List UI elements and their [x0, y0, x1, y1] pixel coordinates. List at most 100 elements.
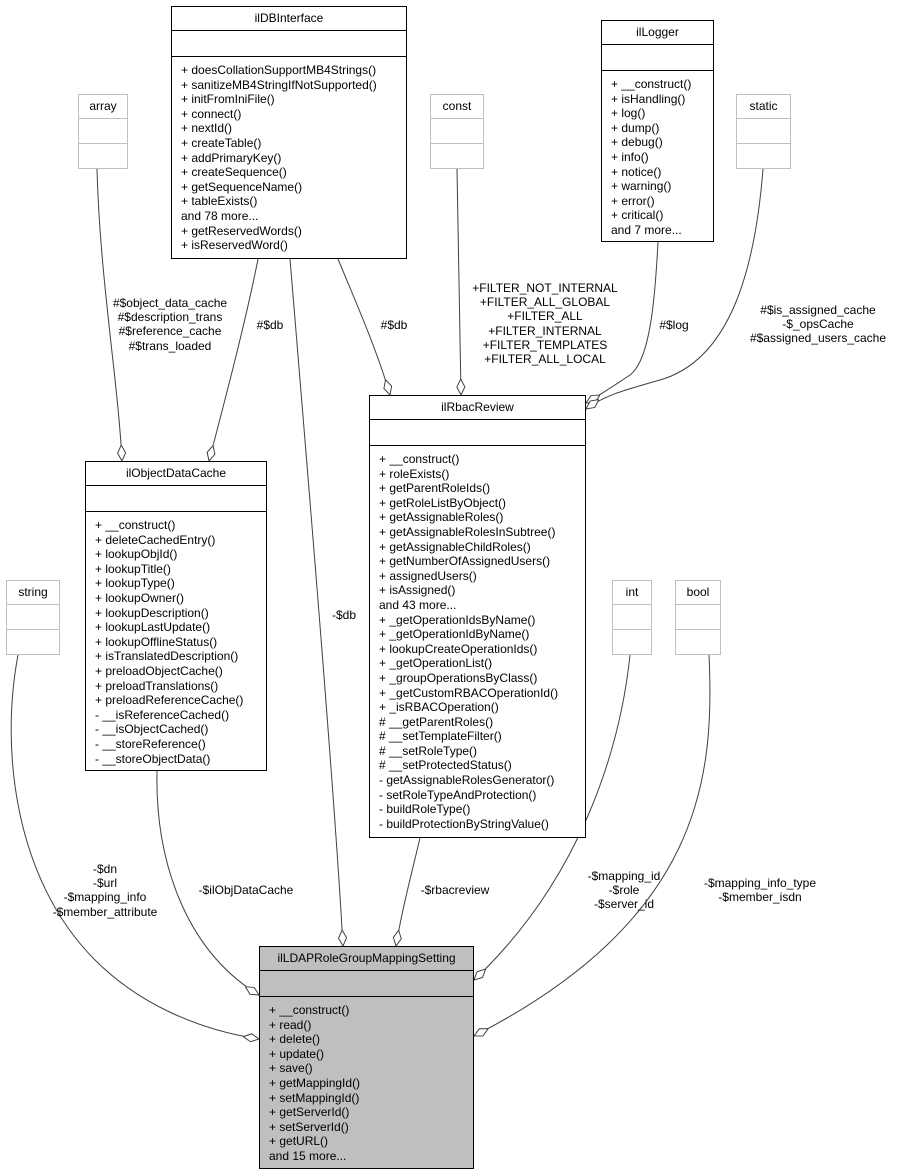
- class-attributes: [613, 605, 651, 630]
- method: + update(): [269, 1046, 325, 1061]
- method: + getAssignableRolesInSubtree(): [379, 524, 556, 539]
- method: + lookupType(): [95, 576, 175, 591]
- edge-logger-to-rbac: [586, 241, 659, 403]
- class-methods: + __construct() + deleteCachedEntry() + …: [86, 512, 266, 766]
- edge-db-to-rbac: [337, 258, 390, 395]
- method: + __construct(): [269, 1003, 350, 1017]
- class-attributes: [172, 31, 406, 57]
- method: + getAssignableChildRoles(): [379, 539, 531, 554]
- method: + _getOperationIdByName(): [379, 627, 530, 642]
- method: - getAssignableRolesGenerator(): [379, 773, 555, 788]
- method: + __construct(): [611, 77, 692, 91]
- method: - buildProtectionByStringValue(): [379, 816, 549, 831]
- class-methods: + __construct() + roleExists() + getPare…: [370, 446, 585, 831]
- method: and 78 more...: [181, 208, 259, 223]
- method: + _groupOperationsByClass(): [379, 670, 538, 685]
- edge-label-db-rbac: #$db: [380, 318, 408, 332]
- method: + initFromIniFile(): [181, 92, 275, 107]
- method: + __construct(): [95, 518, 176, 532]
- edge-int-to-main: [474, 654, 631, 980]
- method: + _getCustomRBACOperationId(): [379, 685, 559, 700]
- edge-label-string-main: -$dn -$url -$mapping_info -$member_attri…: [52, 862, 158, 919]
- method: + isAssigned(): [379, 583, 456, 598]
- edge-label-db-main: -$db: [331, 608, 357, 622]
- method: + lookupOfflineStatus(): [95, 634, 218, 649]
- class-const[interactable]: const: [430, 94, 484, 169]
- method: + roleExists(): [379, 466, 450, 481]
- class-string[interactable]: string: [6, 580, 60, 655]
- method: + warning(): [611, 179, 672, 194]
- class-title: ilObjectDataCache: [86, 462, 266, 486]
- class-static[interactable]: static: [736, 94, 791, 169]
- method: + isHandling(): [611, 91, 686, 106]
- method: + addPrimaryKey(): [181, 150, 282, 165]
- method: + preloadReferenceCache(): [95, 693, 244, 708]
- method: + preloadTranslations(): [95, 678, 219, 693]
- class-bool[interactable]: bool: [675, 580, 721, 655]
- method: + preloadObjectCache(): [95, 663, 223, 678]
- edge-array-to-cache: [96, 168, 122, 461]
- method: + getAssignableRoles(): [379, 510, 504, 525]
- method: + connect(): [181, 106, 242, 121]
- class-int[interactable]: int: [612, 580, 652, 655]
- method: + assignedUsers(): [379, 568, 477, 583]
- edge-static-to-rbac: [586, 168, 764, 409]
- method: - __isObjectCached(): [95, 722, 209, 737]
- method: # __setProtectedStatus(): [379, 758, 512, 773]
- class-illogger[interactable]: ilLogger + __construct() + isHandling() …: [601, 20, 714, 242]
- class-attributes: [79, 119, 127, 144]
- method: + createSequence(): [181, 165, 287, 180]
- class-attributes: [431, 119, 483, 144]
- class-attributes: [676, 605, 720, 630]
- method: # __getParentRoles(): [379, 714, 494, 729]
- method: + setMappingId(): [269, 1090, 360, 1105]
- method: + lookupDescription(): [95, 605, 209, 620]
- method: + nextId(): [181, 121, 233, 136]
- method: + error(): [611, 193, 655, 208]
- method: + critical(): [611, 208, 664, 223]
- edge-label-static-rbac: #$is_assigned_cache -$_opsCache #$assign…: [749, 303, 887, 346]
- class-array[interactable]: array: [78, 94, 128, 169]
- method: + createTable(): [181, 135, 262, 150]
- method: + isTranslatedDescription(): [95, 649, 239, 664]
- edge-label-array-cache: #$object_data_cache #$description_trans …: [112, 296, 228, 353]
- method: - __isReferenceCached(): [95, 707, 230, 722]
- method: + deleteCachedEntry(): [95, 532, 216, 547]
- class-ilrbacreview[interactable]: ilRbacReview + __construct() + roleExist…: [369, 395, 586, 838]
- class-ilobjectdatacache[interactable]: ilObjectDataCache + __construct() + dele…: [85, 461, 267, 771]
- method: # __setTemplateFilter(): [379, 729, 502, 744]
- method: + _isRBACOperation(): [379, 700, 499, 715]
- method: and 43 more...: [379, 597, 457, 612]
- method: + lookupOwner(): [95, 590, 185, 605]
- method: - __storeReference(): [95, 736, 206, 751]
- method: + sanitizeMB4StringIfNotSupported(): [181, 77, 377, 92]
- class-methods: + __construct() + read() + delete() + up…: [260, 997, 473, 1164]
- class-illdaprolegroupmappingsetting[interactable]: ilLDAPRoleGroupMappingSetting + __constr…: [259, 946, 474, 1169]
- class-title: array: [79, 95, 127, 119]
- edge-label-logger-rbac: #$log: [659, 318, 689, 332]
- method: + getMappingId(): [269, 1075, 361, 1090]
- class-title: const: [431, 95, 483, 119]
- edge-label-int-main: -$mapping_id -$role -$server_id: [587, 869, 661, 912]
- method: + getSequenceName(): [181, 179, 303, 194]
- edge-const-to-rbac: [457, 168, 461, 395]
- method: + debug(): [611, 135, 663, 150]
- class-title: ilDBInterface: [172, 7, 406, 31]
- method: + _getOperationIdsByName(): [379, 612, 536, 627]
- class-methods: + __construct() + isHandling() + log() +…: [602, 71, 713, 238]
- method: + lookupTitle(): [95, 561, 171, 576]
- method: + lookupLastUpdate(): [95, 620, 211, 635]
- class-attributes: [737, 119, 790, 144]
- method: + lookupObjId(): [95, 547, 178, 562]
- edge-label-cache-main: -$ilObjDataCache: [198, 883, 294, 897]
- class-ildbinterface[interactable]: ilDBInterface + doesCollationSupportMB4S…: [171, 6, 407, 259]
- method: + dump(): [611, 120, 660, 135]
- edge-db-to-cache: [209, 258, 259, 461]
- method: + getReservedWords(): [181, 223, 302, 238]
- method: - setRoleTypeAndProtection(): [379, 787, 537, 802]
- edge-label-rbac-main: -$rbacreview: [420, 883, 490, 897]
- method: + getURL(): [269, 1134, 329, 1149]
- method: and 7 more...: [611, 222, 682, 237]
- method: + read(): [269, 1017, 312, 1032]
- method: + _getOperationList(): [379, 656, 493, 671]
